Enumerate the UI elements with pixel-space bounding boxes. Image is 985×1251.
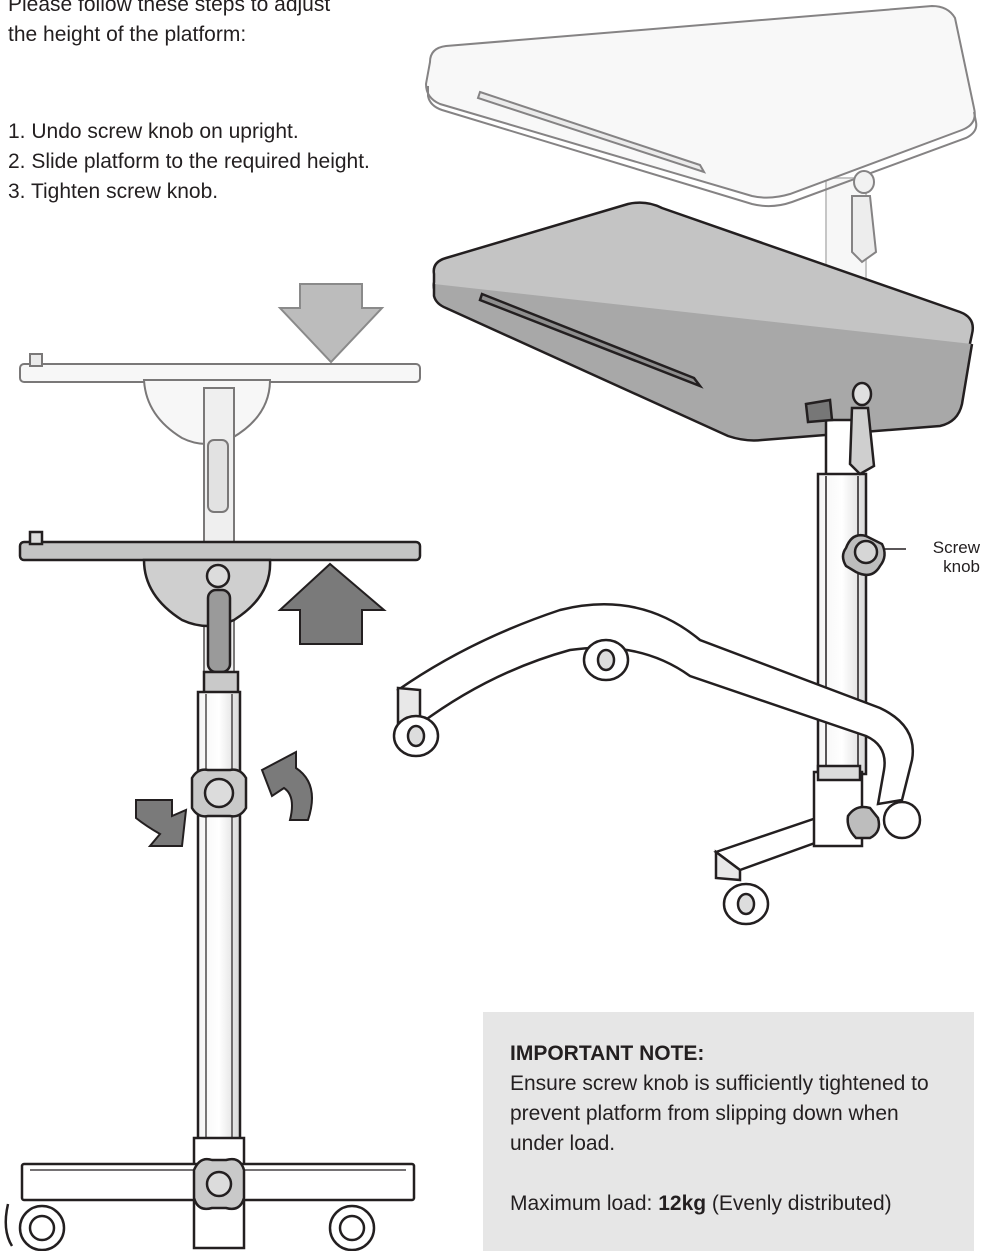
- note-title: IMPORTANT NOTE:: [510, 1042, 705, 1065]
- important-note-box: IMPORTANT NOTE: Ensure screw knob is suf…: [483, 1012, 974, 1251]
- tilt-lever: [804, 381, 876, 476]
- side-casters: [4, 1203, 376, 1251]
- step-item: 3. Tighten screw knob.: [8, 180, 219, 203]
- screw-knob: [841, 534, 886, 577]
- max-load-line: Maximum load: 12kg (Evenly distributed): [510, 1189, 954, 1219]
- step-item: 2. Slide platform to the required height…: [8, 150, 370, 173]
- rotate-arrows: [135, 750, 313, 847]
- base-frame: [396, 603, 915, 882]
- side-platform: [18, 530, 422, 696]
- up-arrow: [277, 562, 387, 645]
- max-load-suffix: (Evenly distributed): [706, 1192, 892, 1215]
- max-load-value: 12kg: [658, 1192, 707, 1215]
- step-item: 1. Undo screw knob on upright.: [8, 120, 299, 143]
- lower-platform: [432, 201, 974, 442]
- base-screw-knob: [846, 805, 881, 840]
- side-base: [20, 1157, 416, 1211]
- side-screw-knob: [190, 768, 248, 818]
- max-load-label: Maximum load:: [510, 1192, 659, 1215]
- down-arrow: [277, 283, 385, 364]
- casters: [392, 638, 922, 926]
- note-body: Ensure screw knob is sufficiently tighte…: [510, 1072, 929, 1155]
- intro-text: Please follow these steps to adjust the …: [8, 0, 331, 46]
- screw-knob-callout: Screw knob: [932, 538, 980, 576]
- steps-list: 1. Undo screw knob on upright. 2. Slide …: [8, 117, 370, 207]
